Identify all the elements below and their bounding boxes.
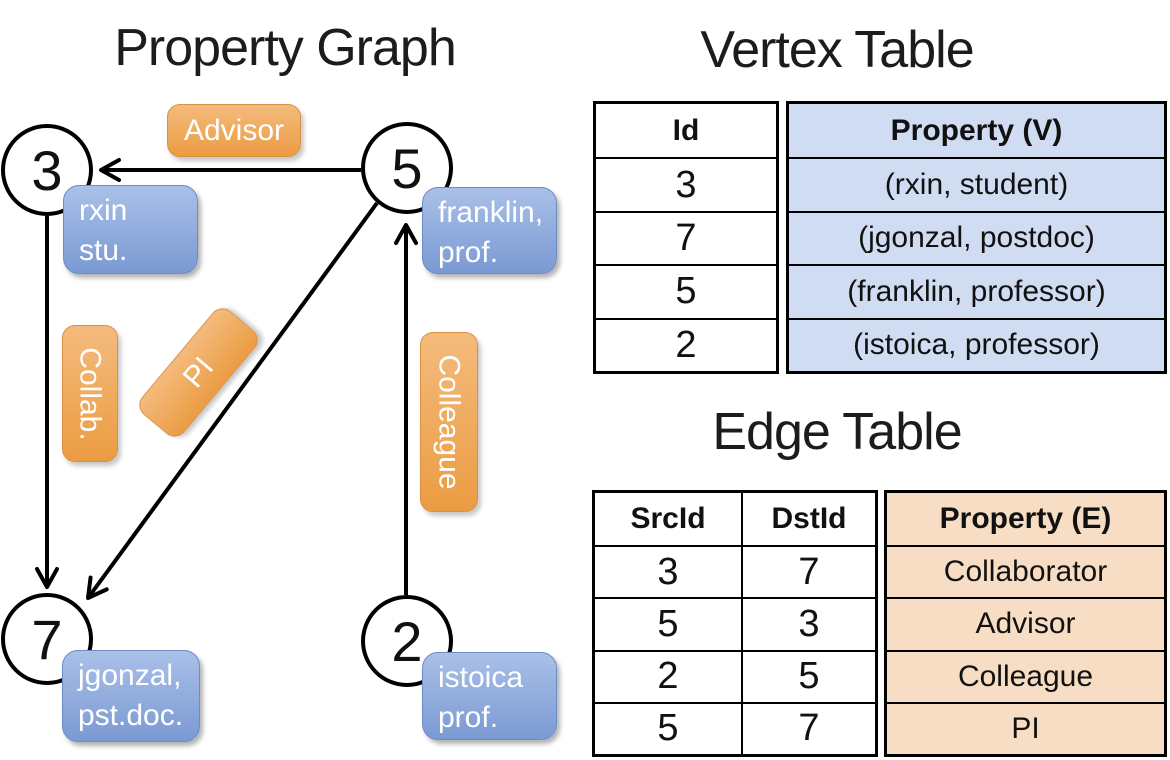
- edge-label-text: Collab.: [74, 346, 108, 441]
- vertex-node-2: 2: [361, 595, 453, 687]
- column-header-srcid: SrcId: [630, 502, 706, 536]
- vertex-card-rxin: rxin stu.: [63, 185, 198, 274]
- vertex-id: 5: [391, 136, 423, 200]
- edge-property-cell: Advisor: [887, 597, 1164, 649]
- edge-dstid-column: DstId 7 3 5 7: [741, 493, 875, 754]
- edge-label-advisor: Advisor: [167, 104, 301, 157]
- graph-edges: [35, 158, 418, 600]
- vertex-card-line: franklin,: [438, 196, 544, 229]
- vertex-card-line: istoica: [438, 661, 524, 694]
- edge-srcid-cell: 3: [595, 545, 741, 597]
- edge-dstid-cell: 7: [743, 701, 875, 754]
- edge-label-collab: Collab.: [62, 325, 118, 462]
- vertex-property-cell: (istoica, professor): [789, 317, 1164, 371]
- edge-label-text: Advisor: [183, 113, 285, 147]
- vertex-card-jgonzal: jgonzal, pst.doc.: [62, 650, 200, 742]
- vertex-table-title: Vertex Table: [700, 21, 974, 79]
- edge-property-cell: Collaborator: [887, 545, 1164, 597]
- vertex-id-column: Id 3 7 5 2: [593, 101, 779, 374]
- vertex-card-line: prof.: [438, 701, 499, 734]
- vertex-id: 7: [31, 607, 63, 671]
- edge-srcid-cell: 5: [595, 701, 741, 754]
- edge-label-text: Colleague: [433, 354, 467, 490]
- vertex-card-line: prof.: [438, 236, 499, 269]
- edge-srcid-column: SrcId 3 5 2 5: [595, 493, 741, 754]
- vertex-card-line: pst.doc.: [78, 699, 184, 732]
- column-header-property-v: Property (V): [890, 113, 1063, 147]
- vertex-id-cell: 7: [596, 210, 776, 264]
- edge-table: SrcId 3 5 2 5 DstId 7 3 5 7 Property (E)…: [592, 490, 1167, 757]
- edge-dstid-cell: 5: [743, 649, 875, 702]
- vertex-table: Id 3 7 5 2 Property (V) (rxin, student) …: [593, 101, 1167, 374]
- vertex-node-5: 5: [361, 122, 453, 214]
- vertex-id-cell: 5: [596, 264, 776, 317]
- vertex-card-istoica: istoica prof.: [422, 652, 557, 740]
- vertex-property-cell: (rxin, student): [789, 157, 1164, 210]
- vertex-id-cell: 3: [596, 157, 776, 210]
- vertex-card-line: stu.: [79, 234, 128, 267]
- vertex-card-franklin: franklin, prof.: [422, 187, 557, 274]
- edge-srcid-cell: 2: [595, 649, 741, 702]
- vertex-id: 3: [31, 138, 63, 202]
- vertex-card-line: rxin: [79, 194, 128, 227]
- edge-id-columns: SrcId 3 5 2 5 DstId 7 3 5 7: [592, 490, 878, 757]
- edge-dstid-cell: 3: [743, 597, 875, 649]
- vertex-property-cell: (franklin, professor): [789, 264, 1164, 317]
- edge-table-title: Edge Table: [712, 403, 962, 461]
- vertex-id: 2: [391, 609, 423, 673]
- column-header-property-e: Property (E): [939, 502, 1112, 536]
- vertex-property-cell: (jgonzal, postdoc): [789, 210, 1164, 264]
- vertex-property-column: Property (V) (rxin, student) (jgonzal, p…: [786, 101, 1167, 374]
- property-graph-title: Property Graph: [114, 19, 457, 77]
- column-header-id: Id: [672, 113, 700, 147]
- edge-label-text: PI: [176, 350, 220, 394]
- edge-property-column: Property (E) Collaborator Advisor Collea…: [884, 490, 1167, 757]
- vertex-id-cell: 2: [596, 317, 776, 371]
- edge-srcid-cell: 5: [595, 597, 741, 649]
- edge-label-colleague: Colleague: [420, 332, 478, 512]
- edge-5-7: [86, 201, 379, 600]
- column-header-dstid: DstId: [771, 502, 847, 536]
- edge-property-cell: Colleague: [887, 649, 1164, 702]
- vertex-card-line: jgonzal,: [78, 659, 182, 692]
- table-gap: [779, 101, 786, 374]
- edge-property-cell: PI: [887, 701, 1164, 754]
- edge-dstid-cell: 7: [743, 545, 875, 597]
